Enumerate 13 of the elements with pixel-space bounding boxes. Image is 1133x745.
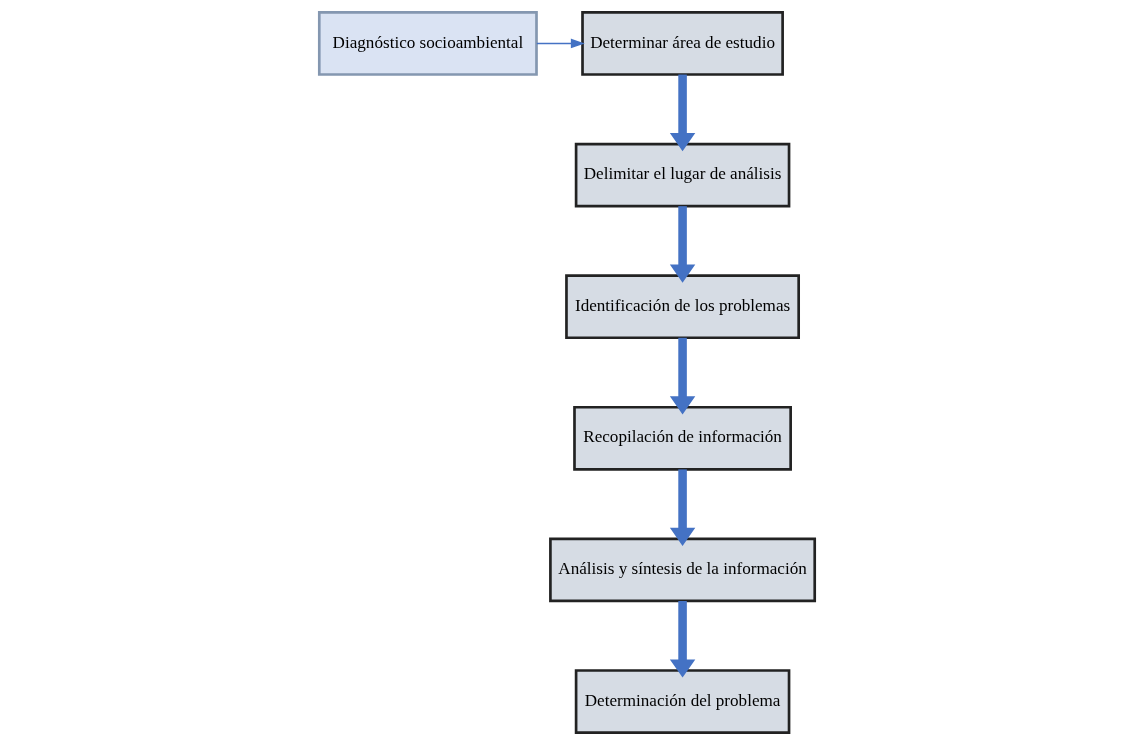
node-box: Diagnóstico socioambiental	[317, 11, 538, 76]
node-box: Determinar área de estudio	[580, 11, 784, 76]
node-box: Delimitar el lugar de análisis	[574, 142, 790, 208]
arrow	[669, 469, 695, 546]
node-box: Determinación del problema	[574, 669, 790, 734]
arrow	[535, 38, 585, 49]
arrow	[669, 74, 695, 152]
arrow	[669, 206, 695, 283]
arrow	[669, 337, 695, 415]
arrow	[669, 601, 695, 678]
node-box: Análisis y síntesis de la información	[548, 537, 816, 603]
node-box: Identificación de los problemas	[564, 274, 800, 340]
node-box: Recopilación de información	[572, 405, 792, 471]
